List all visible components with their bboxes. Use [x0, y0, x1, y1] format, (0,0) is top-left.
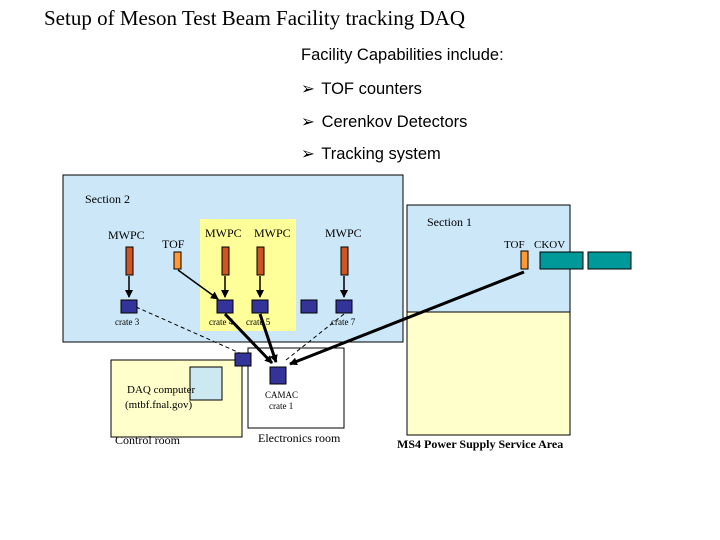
arrow-tof-crate4	[177, 269, 219, 300]
tof-counter-section1	[520, 250, 529, 270]
data-path-crate5-camac	[258, 313, 278, 363]
capability-cerenkov-detectors: Cerenkov Detectors	[321, 113, 468, 131]
crate-4-label: crate 4	[209, 317, 234, 327]
control-room-label: Control room	[115, 433, 181, 447]
tof-counter-section2	[173, 251, 182, 270]
electronics-room-area	[247, 347, 345, 429]
tof-label-section2: TOF	[162, 237, 185, 251]
capability-tof-counters: TOF counters	[321, 80, 422, 98]
page-title: Setup of Meson Test Beam Facility tracki…	[44, 6, 465, 30]
daq-computer-label: DAQ computer	[127, 384, 195, 396]
crate-3-label: crate 3	[115, 317, 140, 327]
crate-7	[335, 299, 353, 314]
tof-label-section1: TOF	[504, 239, 525, 251]
camac-crate-1	[269, 366, 287, 385]
capability-item: ➢ Tracking system	[301, 144, 441, 164]
crate-7-label: crate 7	[331, 317, 356, 327]
mwpc-label-4: MWPC	[325, 226, 362, 240]
capability-item: ➢ TOF counters	[301, 79, 422, 99]
capability-item: ➢ Cerenkov Detectors	[301, 112, 467, 132]
mwpc-detector-4	[340, 246, 349, 276]
section2-label: Section 2	[85, 192, 130, 206]
control-room-crate	[234, 352, 252, 367]
daq-computer-host: (mtbf.fnal.gov)	[125, 399, 193, 411]
power-supply-area	[406, 311, 571, 436]
mwpc-label-1: MWPC	[108, 228, 145, 242]
mwpc-detector-2	[221, 246, 230, 276]
crate-5-label: crate 5	[246, 317, 271, 327]
data-path-tof-camac	[289, 270, 525, 366]
arrow-bullet-icon: ➢	[301, 80, 315, 98]
dashed-link-crate3	[135, 306, 243, 355]
dashed-link-crate7	[285, 313, 345, 361]
arrow-bullet-icon: ➢	[301, 145, 315, 163]
mwpc-detector-1	[125, 246, 134, 276]
monitor-icon	[189, 366, 223, 401]
capability-tracking-system: Tracking system	[321, 145, 441, 163]
camac-label: CAMAC	[265, 390, 298, 400]
ckov-label: CKOV	[534, 239, 565, 251]
mwpc-group-highlight	[200, 219, 296, 331]
ckov-detector-2	[587, 251, 632, 270]
crate-5	[251, 299, 269, 314]
mwpc-label-3: MWPC	[254, 226, 291, 240]
crate-3	[120, 299, 138, 314]
capabilities-heading: Facility Capabilities include:	[301, 46, 504, 64]
mwpc-label-2: MWPC	[205, 226, 242, 240]
mwpc-detector-3	[256, 246, 265, 276]
power-area-label: MS4 Power Supply Service Area	[397, 437, 563, 451]
section1-label: Section 1	[427, 215, 472, 229]
crate-4	[216, 299, 234, 314]
camac-crate-label: crate 1	[269, 401, 293, 411]
ckov-detector-1	[539, 251, 584, 270]
arrow-bullet-icon: ➢	[301, 113, 315, 131]
crate-unlabeled	[300, 299, 318, 314]
data-path-crate4-camac	[223, 312, 274, 365]
electronics-room-label: Electronics room	[258, 431, 341, 445]
